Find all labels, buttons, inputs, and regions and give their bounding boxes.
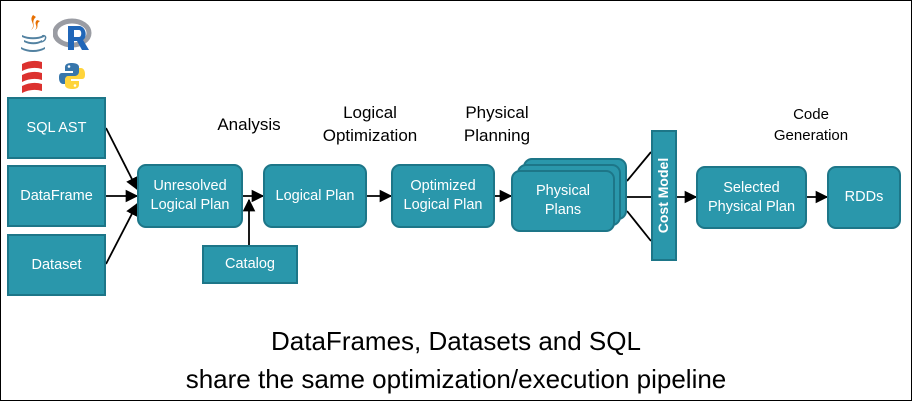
caption-line-2: share the same optimization/execution pi…	[185, 364, 727, 394]
selected-physical-plan-label: Selected Physical Plan	[707, 179, 796, 215]
catalog-label: Catalog	[225, 256, 275, 272]
input-sql-ast-label: SQL AST	[26, 119, 87, 136]
selected-physical-plan: Selected Physical Plan	[696, 166, 807, 229]
unresolved-logical-plan-label: Unresolved Logical Plan	[150, 178, 230, 213]
optimized-logical-plan: Optimized Logical Plan	[391, 164, 495, 228]
physical-plans: Physical Plans	[511, 170, 615, 232]
caption-line-1: DataFrames, Datasets and SQL	[271, 326, 641, 356]
stage-analysis: Analysis	[217, 115, 281, 134]
input-dataframe: DataFrame	[7, 165, 106, 227]
r-icon	[53, 18, 92, 50]
stage-code-generation: Code Generation	[773, 106, 849, 144]
input-dataset: Dataset	[7, 234, 106, 296]
logical-plan-label: Logical Plan	[275, 187, 355, 204]
rdds-label: RDDs	[844, 189, 884, 205]
java-icon	[21, 15, 47, 52]
cost-model: Cost Model	[651, 130, 677, 261]
stage-logical-optimization: Logical Optimization	[322, 103, 418, 145]
arrow-sqlast-unresolved	[105, 127, 138, 191]
input-dataframe-label: DataFrame	[20, 187, 93, 204]
unresolved-logical-plan: Unresolved Logical Plan	[137, 164, 243, 228]
scala-icon	[22, 60, 42, 93]
connector-physical-cost-1	[626, 151, 652, 182]
stage-physical-planning: Physical Planning	[463, 103, 531, 145]
connector-physical-cost-3	[626, 210, 652, 242]
input-sql-ast: SQL AST	[7, 97, 106, 159]
catalog: Catalog	[202, 245, 298, 284]
optimized-logical-plan-label: Optimized Logical Plan	[403, 178, 483, 213]
python-icon	[59, 63, 85, 89]
rdds: RDDs	[827, 166, 901, 229]
logical-plan: Logical Plan	[263, 164, 367, 228]
physical-plans-label: Physical Plans	[536, 183, 590, 218]
input-dataset-label: Dataset	[31, 256, 82, 273]
arrow-dataset-unresolved	[105, 202, 138, 265]
cost-model-label: Cost Model	[655, 157, 672, 234]
